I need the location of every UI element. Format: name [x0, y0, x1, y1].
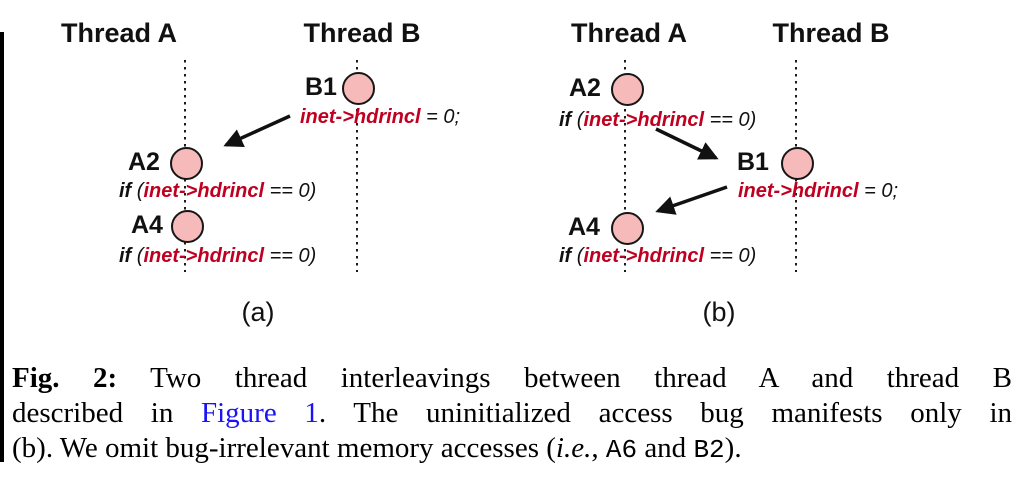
figure-caption: Fig. 2: Two thread interleavings between… — [12, 361, 1012, 468]
access-a6: A6 — [605, 435, 638, 465]
caption-line-1: Fig. 2: Two thread interleavings between… — [12, 362, 1012, 394]
thread-a-timeline-panel-b — [624, 60, 626, 272]
figure-1-link[interactable]: Figure 1 — [200, 397, 319, 429]
code-a2-panel-b: if (inet->hdrincl == 0) — [559, 109, 757, 131]
variable-name: inet->hdrincl — [583, 245, 705, 267]
caption-line-3: (b). We omit bug-irrelevant memory acces… — [12, 432, 742, 465]
panel-b-thread-b-header: Thread B — [772, 18, 890, 48]
code-a4-panel-b: if (inet->hdrincl == 0) — [559, 245, 757, 267]
thread-b-timeline-panel-a — [356, 60, 358, 272]
panel-b-thread-a-header: Thread A — [570, 18, 688, 48]
node-circle-a4-b — [611, 212, 644, 245]
variable-name: inet->hdrincl — [143, 180, 265, 202]
variable-name: inet->hdrincl — [738, 180, 859, 202]
node-label-a2-b: A2 — [569, 74, 601, 102]
node-label-a4: A4 — [131, 211, 163, 239]
node-label-b1: B1 — [305, 73, 337, 101]
node-label-a4-b: A4 — [568, 213, 600, 241]
happens-before-arrows — [223, 114, 728, 215]
panel-b-label: (b) — [702, 297, 736, 327]
arrow-b1-to-a2 — [223, 114, 291, 148]
code-b1-panel-b: inet->hdrincl = 0; — [738, 180, 899, 202]
code-a4-panel-a: if (inet->hdrincl == 0) — [119, 245, 317, 267]
node-circle-a4 — [171, 210, 204, 243]
node-label-a2: A2 — [128, 148, 160, 176]
arrow-a2-to-b1 — [655, 127, 719, 160]
arrow-b1-to-a4 — [655, 185, 728, 215]
code-a2-panel-a: if (inet->hdrincl == 0) — [119, 180, 317, 202]
node-circle-a2-b — [611, 73, 644, 106]
variable-name: inet->hdrincl — [300, 106, 421, 128]
node-circle-b1 — [342, 72, 375, 105]
code-b1-panel-a: inet->hdrincl = 0; — [300, 106, 461, 128]
figure-number: Fig. 2: — [12, 362, 118, 394]
variable-name: inet->hdrincl — [583, 109, 705, 131]
variable-name: inet->hdrincl — [143, 245, 265, 267]
access-b2: B2 — [693, 435, 725, 465]
panel-a-thread-a-header: Thread A — [60, 18, 178, 48]
panel-a-thread-b-header: Thread B — [303, 18, 421, 48]
panel-a-label: (a) — [241, 297, 275, 327]
column-edge-rule — [0, 32, 4, 462]
node-circle-a2 — [170, 147, 203, 180]
node-label-b1-b: B1 — [737, 148, 769, 176]
caption-line-2: described in Figure 1. The uninitialized… — [12, 397, 1013, 429]
node-circle-b1-b — [781, 147, 814, 180]
